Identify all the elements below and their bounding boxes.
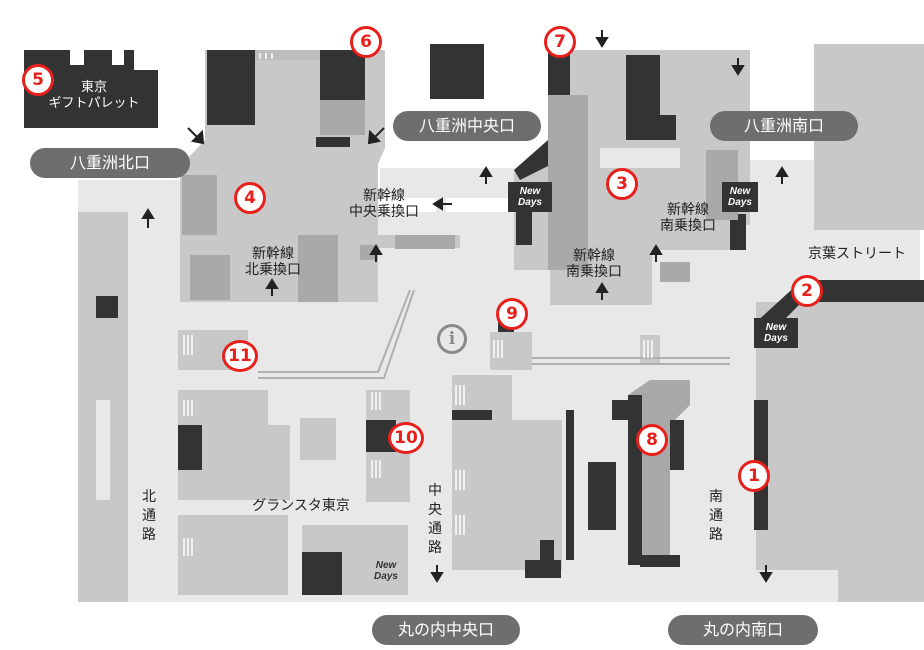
gate-label-line: 北乗換口 (245, 262, 301, 278)
gate-label-line: 南乗換口 (660, 218, 716, 234)
map-marker-6[interactable]: 6 (350, 26, 382, 58)
map-marker-1[interactable]: 1 (738, 460, 770, 492)
map-marker-10[interactable]: 10 (388, 422, 424, 454)
newdays-text: Days (764, 333, 788, 344)
left-column (78, 212, 128, 602)
newdays-text: Days (518, 197, 542, 208)
newdays-text: New (729, 186, 751, 197)
exit-yaesu-central: 八重洲中央口 (393, 111, 541, 141)
gate-label-line: 新幹線 (252, 246, 294, 262)
gate-label-line: 南乗換口 (566, 264, 622, 280)
map-marker-8[interactable]: 8 (636, 424, 668, 456)
map-marker-5[interactable]: 5 (22, 64, 54, 96)
exit-marunouchi-south: 丸の内南口 (668, 615, 818, 645)
gate-label-line: 中央乗換口 (349, 204, 419, 220)
newdays-text: New (765, 322, 787, 333)
south-passage-label: 南通路 (709, 489, 723, 543)
gate-label-line: 新幹線 (573, 248, 615, 264)
shinkansen-south-transfer-gate-a: 新幹線 南乗換口 (546, 248, 642, 280)
map-marker-2[interactable]: 2 (791, 275, 823, 307)
map-marker-11[interactable]: 11 (222, 340, 258, 372)
newdays-text: New (375, 560, 397, 571)
newdays-text: Days (374, 571, 398, 582)
gift-palette-line: 東京 (80, 80, 107, 95)
gate-label-line: 新幹線 (667, 202, 709, 218)
gift-palette-line: ギフトパレット (48, 96, 140, 111)
shinkansen-south-transfer-gate-b: 新幹線 南乗換口 (640, 202, 736, 234)
exit-marunouchi-central: 丸の内中央口 (372, 615, 520, 645)
exit-yaesu-south: 八重洲南口 (710, 111, 858, 141)
shinkansen-north-transfer-gate: 新幹線 北乗換口 (228, 246, 318, 278)
gate-label-line: 新幹線 (363, 188, 405, 204)
right-building (754, 44, 924, 602)
info-icon[interactable]: i (437, 324, 467, 354)
keiyo-street-label: 京葉ストリート (808, 246, 906, 262)
upper-buildings (24, 44, 484, 128)
corridor-lines (258, 289, 730, 379)
north-gate-area (180, 50, 460, 302)
gransta-tokyo-label: グランスタ東京 (252, 498, 350, 514)
central-passage-label: 中央通路 (428, 483, 442, 556)
exit-yaesu-north: 八重洲北口 (30, 148, 190, 178)
tokyo-gift-palette-label: 東京 ギフトパレット (32, 80, 156, 112)
north-passage-label: 北通路 (142, 489, 156, 543)
shinkansen-central-transfer-gate: 新幹線 中央乗換口 (336, 188, 432, 220)
newdays-text: New (519, 186, 541, 197)
map-marker-4[interactable]: 4 (234, 182, 266, 214)
stair-stripes (183, 53, 653, 556)
map-marker-9[interactable]: 9 (496, 298, 528, 330)
direction-arrow-icon (141, 30, 789, 583)
map-marker-7[interactable]: 7 (544, 26, 576, 58)
map-marker-3[interactable]: 3 (606, 168, 638, 200)
newdays-text: Days (728, 197, 752, 208)
